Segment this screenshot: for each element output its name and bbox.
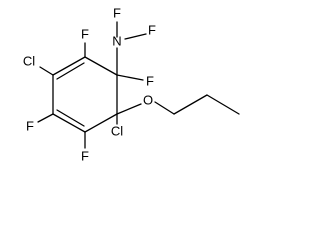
bond-n-f-right <box>124 33 147 40</box>
bond-c7-c8 <box>173 94 208 115</box>
bond-c4-c5-double <box>56 109 85 127</box>
atom-f-top: F <box>81 26 89 41</box>
bond-c8-c9 <box>206 94 240 115</box>
atom-f-ring-right: F <box>146 73 154 88</box>
atom-f-n-right: F <box>148 22 156 37</box>
bond-o-c7 <box>154 101 175 115</box>
atom-f-left: F <box>26 118 34 133</box>
bond-c3-o <box>116 103 142 115</box>
atom-cl-left: Cl <box>23 53 35 68</box>
atom-f-n-left: F <box>113 5 121 20</box>
bond-c6-c1-double <box>56 62 85 80</box>
bond-c6-c1 <box>52 56 86 76</box>
atom-o: O <box>143 92 153 107</box>
bond-c5-f <box>37 113 54 123</box>
bond-c3-c4 <box>84 113 118 133</box>
bond-c2-f-right <box>116 74 144 81</box>
bond-c4-c5 <box>52 113 86 133</box>
atom-cl-bottom: Cl <box>111 123 123 138</box>
bond-c1-c2 <box>84 56 118 76</box>
bond-c6-cl <box>39 66 54 76</box>
atom-f-bottom: F <box>81 148 89 163</box>
molecule-diagram: F Cl F F N F F F O Cl <box>23 5 240 163</box>
atom-n: N <box>112 33 121 48</box>
